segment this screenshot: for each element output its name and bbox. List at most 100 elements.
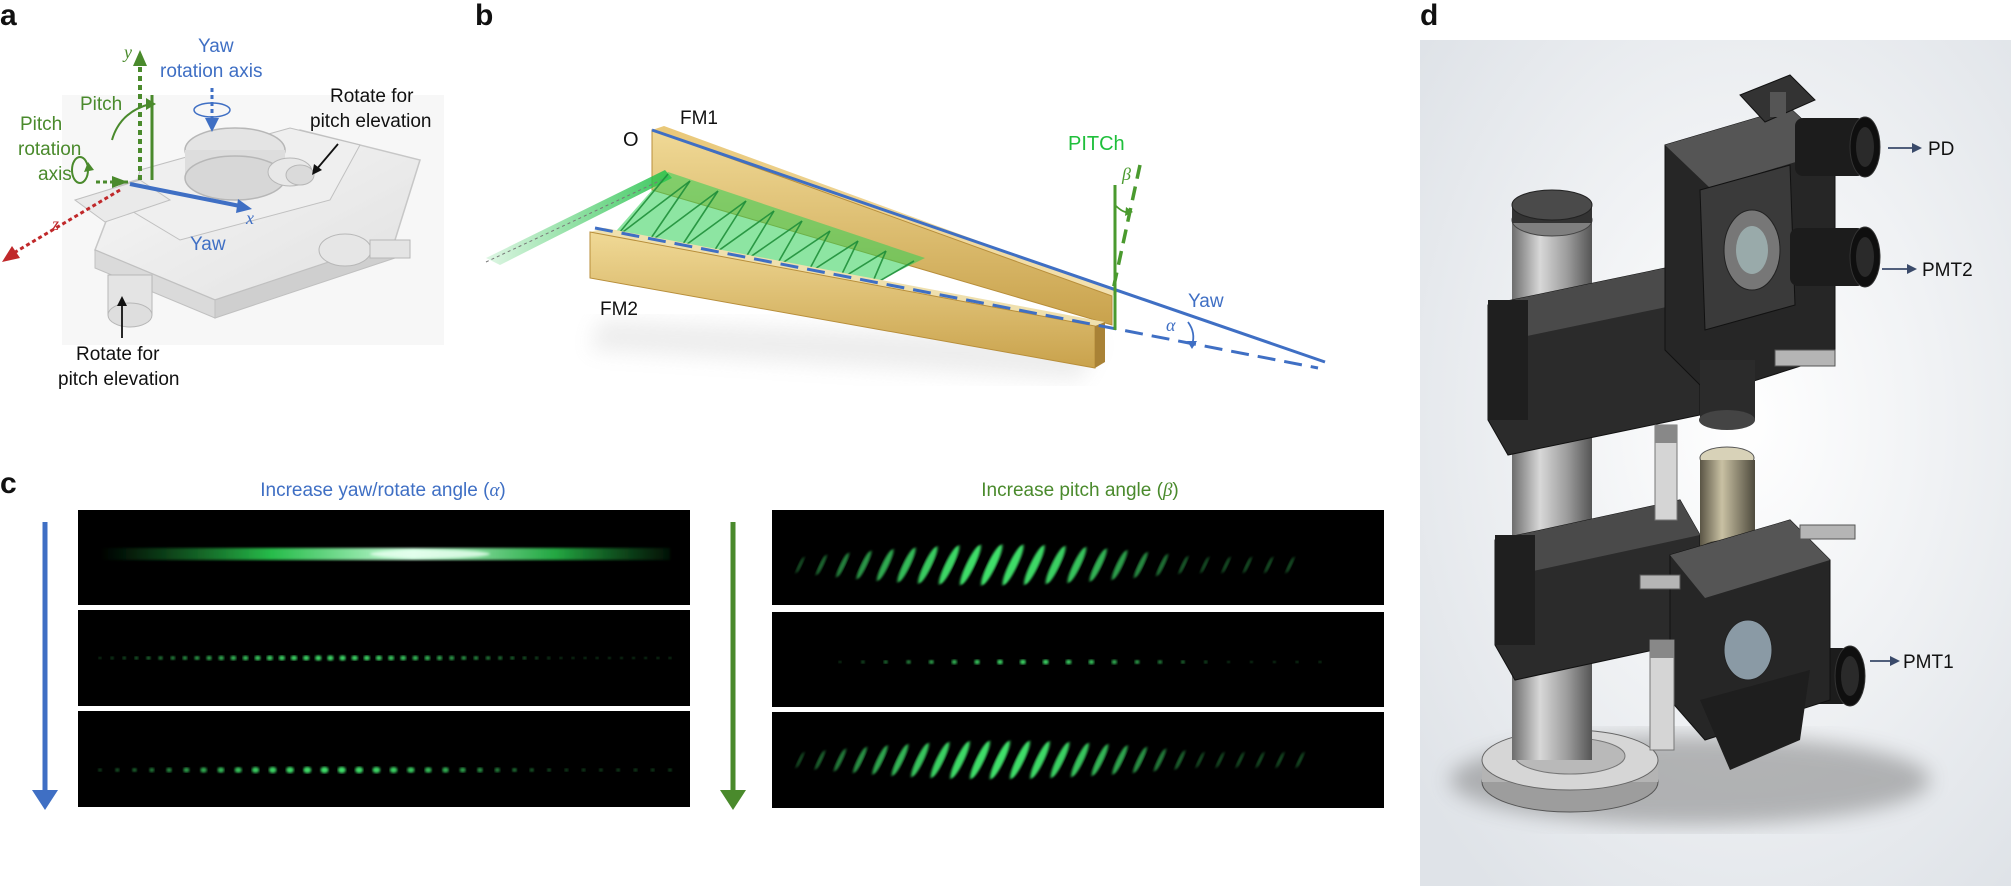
spot — [918, 546, 938, 584]
spot — [1249, 660, 1253, 664]
spot — [1134, 552, 1148, 578]
spot — [166, 767, 172, 773]
spot — [571, 656, 575, 660]
spot — [278, 655, 285, 661]
spot — [473, 656, 479, 660]
spot — [872, 745, 888, 775]
spot — [583, 656, 587, 660]
spot — [970, 740, 990, 780]
spot — [268, 766, 277, 774]
spot — [838, 660, 842, 664]
yaw-image-strip-1 — [78, 510, 690, 605]
x-axis-arrowhead — [236, 199, 252, 213]
pitch-rotation-axis-label-1: Pitch — [20, 114, 62, 135]
rotate-pointer-top — [315, 143, 339, 171]
spot — [620, 656, 623, 660]
upper-objective — [1699, 360, 1755, 430]
panel-b: b α Yaw β PITCh O FM1 FM2 — [475, 0, 1326, 380]
spot — [1200, 556, 1210, 574]
spot — [122, 656, 127, 660]
rotate-label-top-1: Rotate for — [330, 86, 414, 107]
spot — [564, 768, 569, 772]
spot — [372, 766, 381, 774]
panel-label-c: c — [0, 467, 17, 500]
spot — [485, 656, 491, 660]
spot — [959, 544, 981, 586]
spot — [938, 545, 960, 585]
z-axis-label: z — [51, 214, 59, 234]
spot — [149, 767, 155, 773]
spot — [795, 752, 805, 768]
spot — [132, 768, 137, 772]
origin-label: O — [623, 129, 639, 151]
pmt2-detector — [1790, 226, 1881, 288]
spot — [134, 656, 139, 660]
panel-d: d — [1420, 0, 2011, 886]
adjuster-screw-2 — [1799, 524, 1856, 540]
spot — [98, 656, 102, 660]
spot — [1272, 660, 1276, 664]
x-axis-line — [129, 182, 241, 208]
beta-label: β — [1121, 164, 1131, 184]
spot — [510, 656, 515, 660]
spot — [242, 655, 249, 661]
spot — [1030, 741, 1050, 779]
spot — [930, 742, 950, 778]
spot — [656, 656, 660, 660]
spot — [906, 660, 911, 664]
alpha-arrowhead-icon — [1187, 341, 1197, 349]
spot — [644, 656, 648, 660]
z-axis-arrowhead — [2, 246, 20, 262]
panel-a: a y Pitch Pitch rotation — [0, 0, 444, 390]
spot — [183, 767, 190, 773]
spot — [459, 767, 466, 773]
yaw-image-strip-3 — [78, 711, 690, 807]
spot — [883, 660, 888, 664]
spot — [1042, 659, 1049, 665]
spot — [1318, 660, 1322, 664]
spot — [607, 656, 611, 660]
y-axis-label: y — [122, 42, 132, 62]
micrometer-upper — [1654, 424, 1678, 521]
spot — [1134, 660, 1140, 664]
spot — [668, 768, 672, 772]
spot — [1050, 742, 1070, 778]
reflection-region — [610, 172, 925, 290]
spot — [633, 768, 638, 772]
spot — [547, 768, 552, 772]
spot — [412, 655, 419, 661]
yaw-dashed-line — [594, 226, 1319, 370]
y-axis-arrowhead — [133, 50, 147, 66]
lower-cube-assembly — [1669, 519, 1831, 770]
spot — [632, 656, 636, 660]
spot — [217, 767, 225, 773]
spot — [534, 656, 539, 660]
spot — [254, 655, 261, 661]
spot — [650, 768, 655, 772]
spot — [581, 768, 586, 772]
fm1-mirror — [651, 129, 1113, 326]
spot — [1010, 740, 1030, 780]
spot — [1215, 752, 1225, 768]
x-axis-label: x — [245, 208, 254, 228]
spot — [512, 768, 517, 772]
pitch-image-strip-2 — [772, 612, 1384, 707]
spot — [303, 655, 310, 661]
pitch-rotation-arrowhead-icon — [84, 162, 94, 172]
spot — [1174, 750, 1186, 770]
pd-pointer-arrowhead — [1912, 143, 1922, 153]
spot — [158, 656, 163, 660]
pitch-rotation-axis-label-2: rotation — [18, 139, 81, 160]
spot — [836, 552, 850, 578]
rotate-label-bottom-1: Rotate for — [76, 344, 160, 365]
spot — [1204, 660, 1208, 664]
spot — [981, 544, 1003, 586]
pd-detector — [1795, 116, 1881, 178]
upper-cube-assembly — [1664, 74, 1836, 396]
spot — [861, 660, 865, 664]
pmt1-label: PMT1 — [1903, 652, 1954, 673]
pmt2-pointer-arrowhead — [1907, 264, 1917, 274]
spot — [1024, 545, 1045, 585]
spot — [286, 766, 294, 774]
